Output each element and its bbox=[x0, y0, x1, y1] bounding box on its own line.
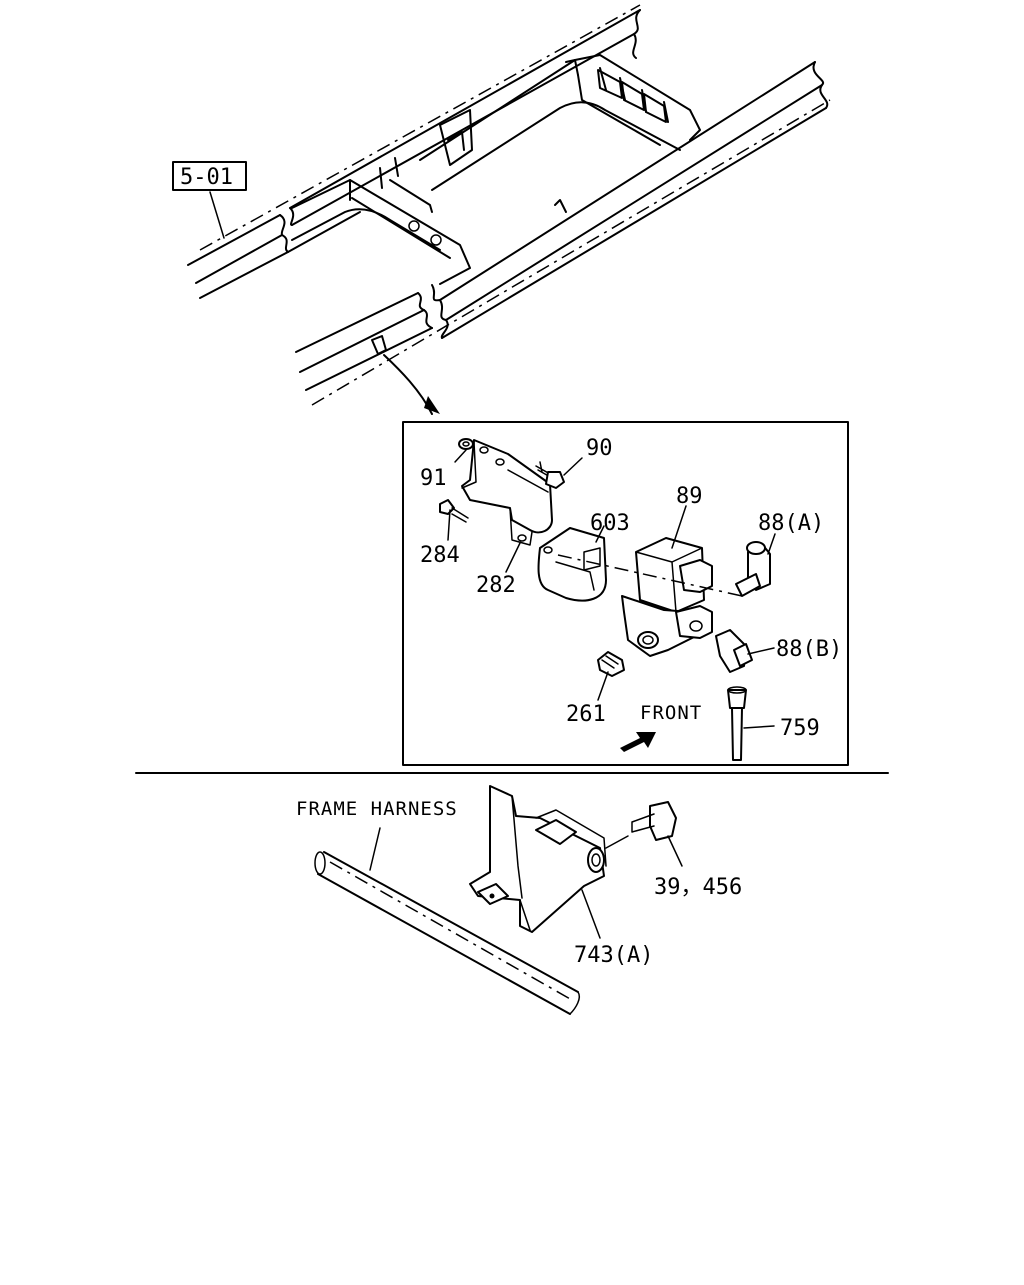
plug-261 bbox=[597, 651, 625, 677]
pipe-759 bbox=[727, 686, 747, 761]
callout-759: 759 bbox=[780, 716, 820, 741]
reference-label: 5-01 bbox=[180, 165, 233, 190]
frame-harness bbox=[314, 827, 581, 1015]
bracket-282 bbox=[461, 439, 553, 546]
callout-39-456: 39，456 bbox=[654, 875, 742, 900]
callout-743a: 743(A) bbox=[574, 943, 653, 968]
fitting-88b bbox=[715, 629, 753, 673]
bolt-39-456 bbox=[605, 801, 683, 867]
frame-harness-note: FRAME HARNESS bbox=[296, 798, 458, 820]
cover-603 bbox=[537, 527, 607, 602]
bolt-90 bbox=[535, 461, 565, 489]
bracket-743a bbox=[469, 785, 607, 933]
valve-89 bbox=[621, 537, 713, 657]
callout-91: 91 bbox=[420, 466, 447, 491]
detail-leaders bbox=[447, 449, 776, 729]
bolt-284 bbox=[439, 499, 469, 523]
callout-261: 261 bbox=[566, 702, 606, 727]
fitting-88a bbox=[735, 541, 771, 597]
leader-743a bbox=[581, 889, 601, 939]
reference-box-5-01: 5-01 bbox=[172, 161, 247, 239]
callout-89: 89 bbox=[676, 484, 703, 509]
front-note: FRONT bbox=[640, 702, 702, 724]
detail-frame bbox=[402, 421, 849, 766]
callout-88a: 88(A) bbox=[758, 511, 824, 536]
chassis-frame bbox=[187, 4, 831, 415]
callout-88b: 88(B) bbox=[776, 637, 842, 662]
callout-284: 284 bbox=[420, 543, 460, 568]
arrow-up-right-icon bbox=[620, 732, 656, 752]
callout-90: 90 bbox=[586, 436, 613, 461]
callout-603: 603 bbox=[590, 511, 630, 536]
washer-91 bbox=[458, 438, 474, 450]
callout-282: 282 bbox=[476, 573, 516, 598]
